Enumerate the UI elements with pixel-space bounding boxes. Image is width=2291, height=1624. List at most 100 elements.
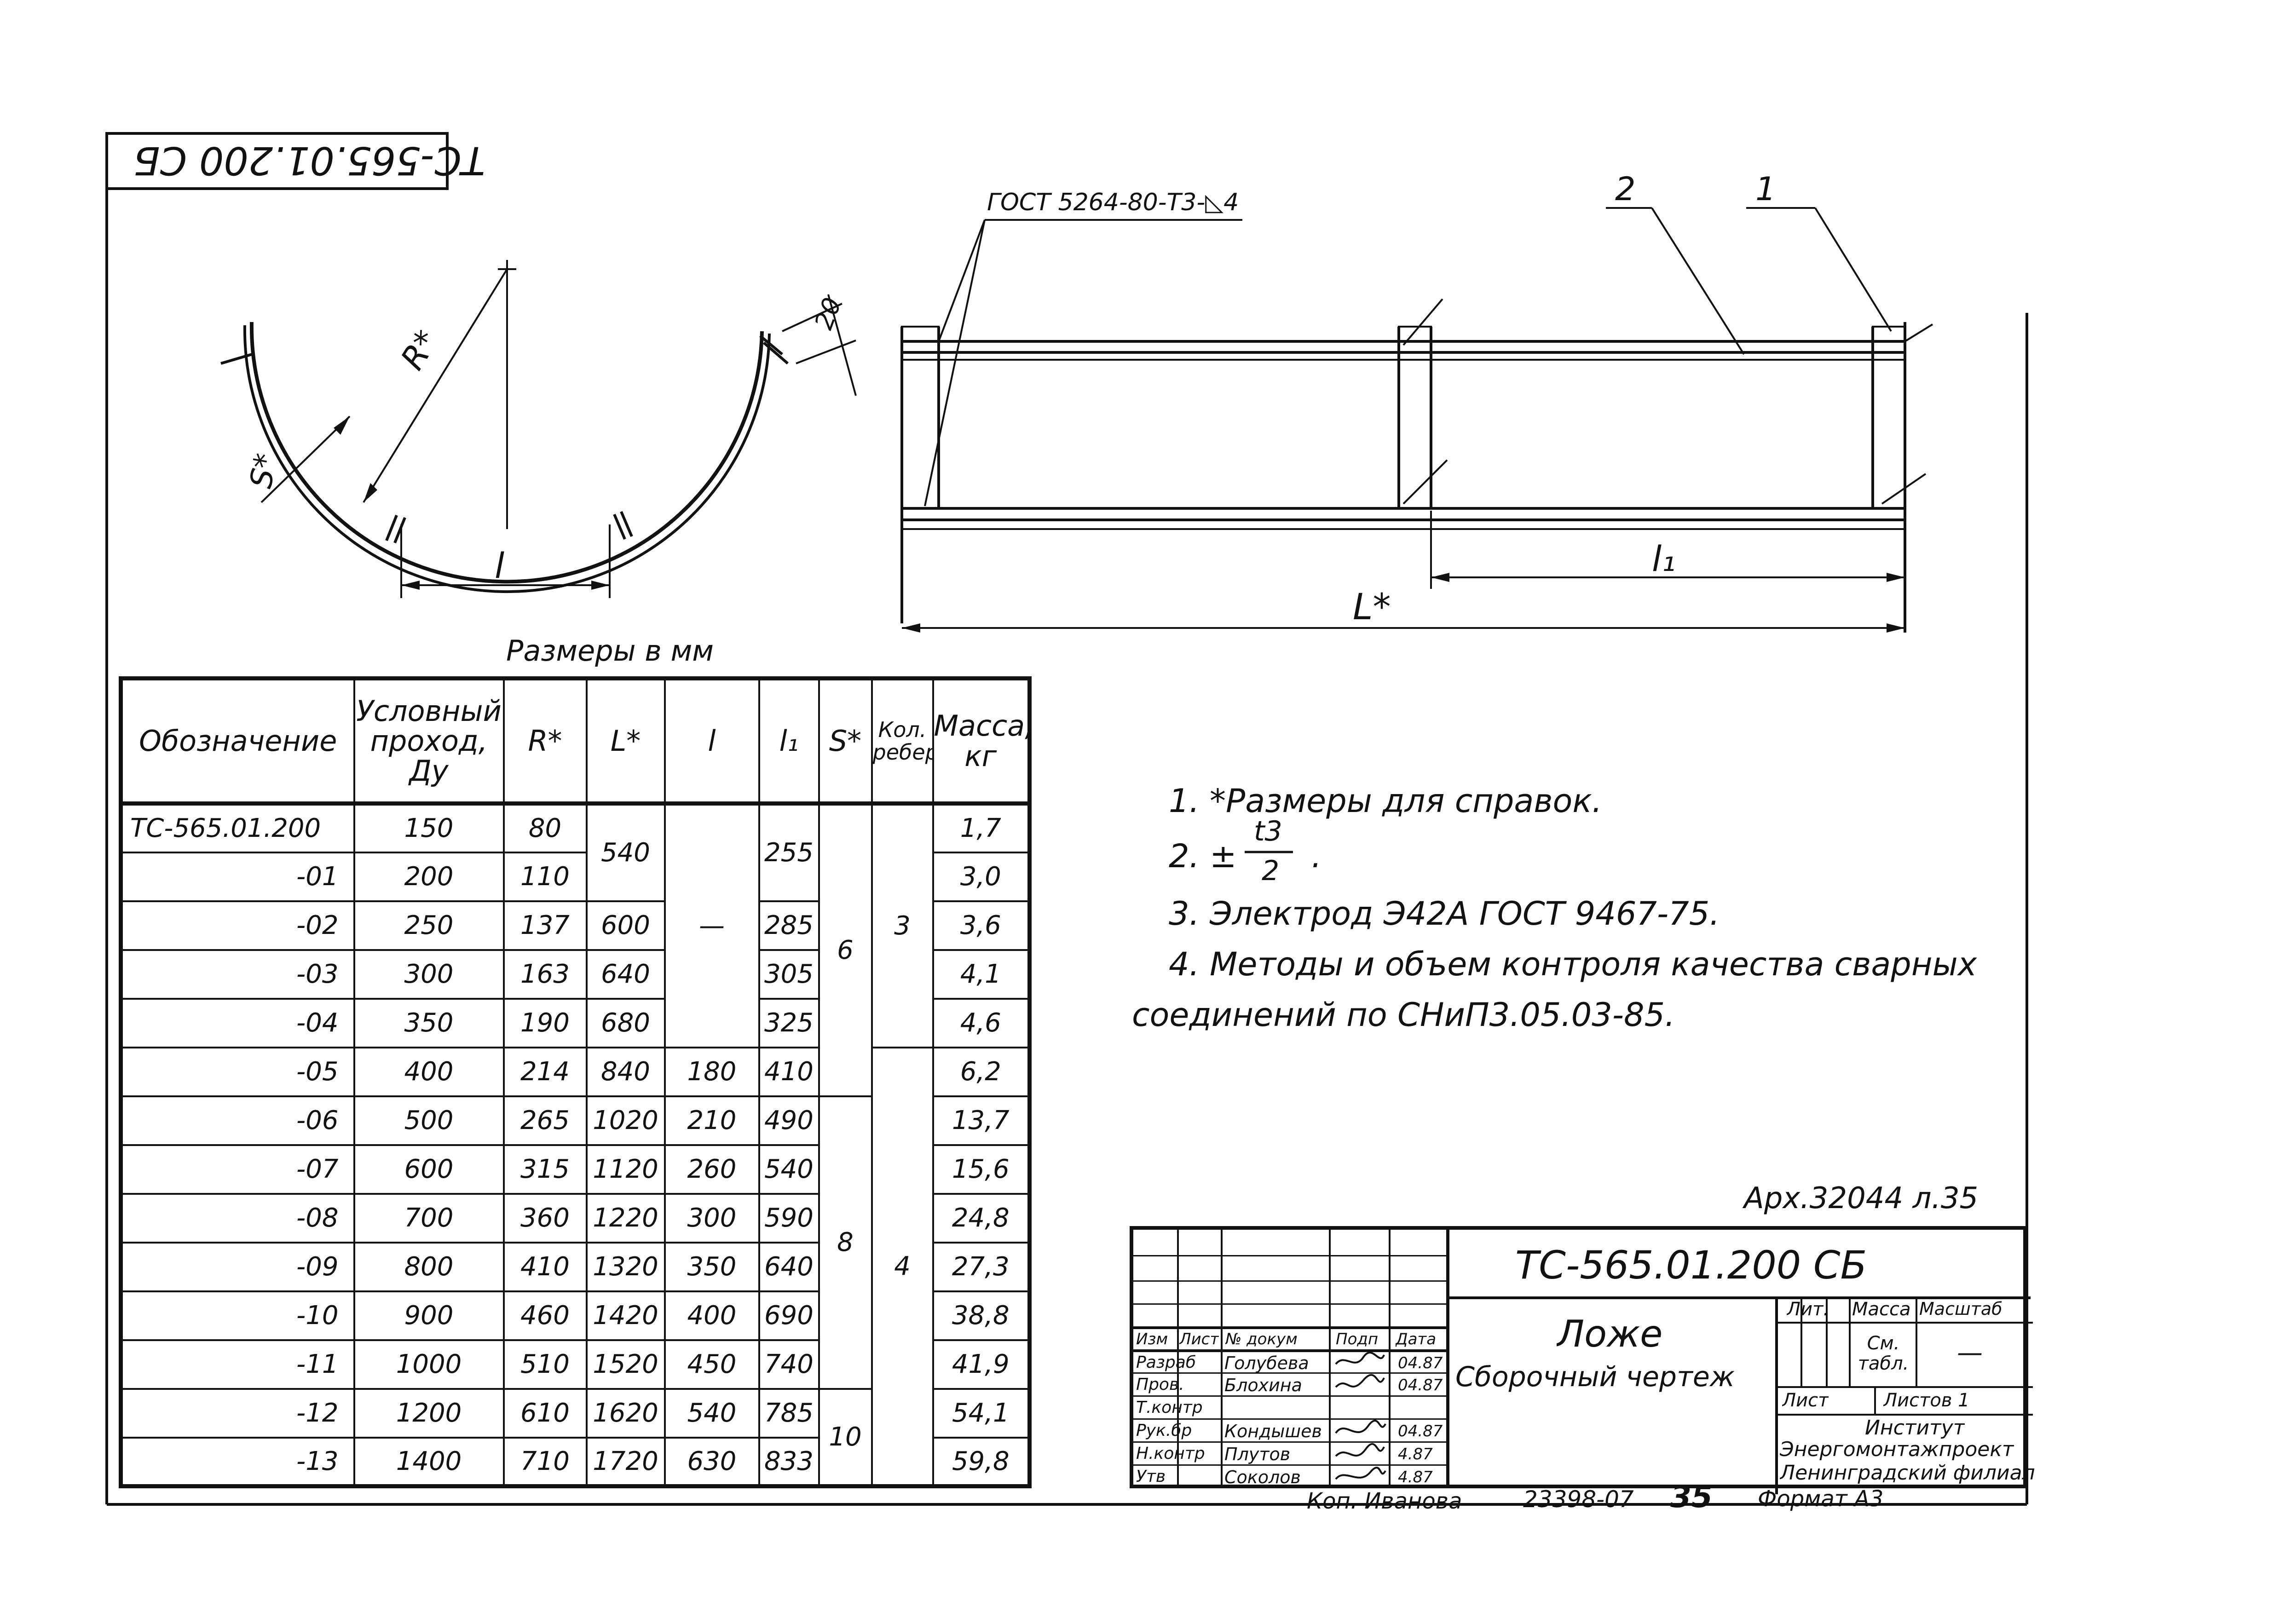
label-l1: l₁ <box>1652 538 1676 579</box>
header-l: l <box>664 677 760 806</box>
table-row: -06 500 265 1020 210 490 8 13,7 <box>120 1095 1031 1390</box>
cell-mass: 54,1 <box>932 1388 1031 1439</box>
label-S: S* <box>243 450 284 491</box>
cell-R: 163 <box>502 949 588 1000</box>
tb-divider <box>1133 1395 1446 1397</box>
table-row: -02 250 137 600 285 3,6 <box>120 900 1031 951</box>
cell-mass: 59,8 <box>932 1436 1031 1487</box>
cell-ribs: 3 <box>871 802 934 1048</box>
cell-bore: 700 <box>353 1192 505 1244</box>
tb-header-sign: Подп <box>1336 1330 1379 1348</box>
cell-l1: 255 <box>758 802 820 902</box>
cell-R: 460 <box>502 1290 588 1341</box>
tb-divider <box>1133 1303 1446 1305</box>
cell-R: 110 <box>502 851 588 902</box>
tb-role-team-lead: Рук.бр <box>1136 1421 1192 1440</box>
footer-copied-by: Коп. Иванова <box>1307 1488 1462 1514</box>
label-L: L* <box>1353 587 1391 628</box>
cell-mass: 15,6 <box>932 1144 1031 1195</box>
cell-l1: 410 <box>758 1046 820 1097</box>
cell-l: 540 <box>664 1388 760 1439</box>
label-l: l <box>495 545 505 586</box>
cell-designation: -03 <box>120 949 355 1000</box>
cell-designation: -04 <box>120 997 355 1048</box>
stamp-code: ТС-565.01.200 СБ <box>133 138 485 183</box>
cell-L: 1620 <box>585 1388 666 1439</box>
tb-org-line-1: Институт <box>1865 1416 1965 1440</box>
stamp-box <box>105 132 449 190</box>
header-S: S* <box>818 677 873 806</box>
cell-l1: 590 <box>758 1192 820 1244</box>
tb-header-date: Дата <box>1396 1330 1437 1348</box>
tb-sheet-label: Лист <box>1782 1390 1829 1411</box>
tb-document-name: Ложе <box>1557 1313 1663 1355</box>
footer-page-number: 35 <box>1670 1479 1713 1515</box>
tb-divider <box>1849 1299 1851 1386</box>
cell-bore: 350 <box>353 997 505 1048</box>
header-L: L* <box>585 677 666 806</box>
tb-org-line-3: Ленинградский филиал <box>1780 1461 2035 1485</box>
tb-person: Плутов <box>1224 1444 1291 1464</box>
tb-divider <box>1775 1414 2033 1416</box>
cell-L: 680 <box>585 997 666 1048</box>
cell-bore: 300 <box>353 949 505 1000</box>
table-row: -13 1400 710 1720 630 833 59,8 <box>120 1436 1031 1487</box>
tb-role-tech-control: Т.контр <box>1136 1398 1203 1417</box>
cell-designation: -09 <box>120 1241 355 1292</box>
tb-divider <box>1775 1386 2033 1388</box>
tb-document-subtitle: Сборочный чертеж <box>1455 1361 1735 1393</box>
tb-date: 4.87 <box>1398 1445 1433 1463</box>
tb-scale-label: Масштаб <box>1919 1299 2002 1319</box>
tb-header-list: Лист <box>1179 1330 1219 1348</box>
table-header-row: Обозначение Условный проход, Ду R* L* l … <box>120 677 1031 806</box>
cell-designation: -07 <box>120 1144 355 1195</box>
tb-divider <box>1874 1386 1876 1414</box>
cell-bore: 600 <box>353 1144 505 1195</box>
cell-R: 360 <box>502 1192 588 1244</box>
tb-divider <box>1329 1230 1331 1485</box>
tb-role-developer: Разраб <box>1136 1353 1196 1372</box>
cell-designation: -11 <box>120 1339 355 1390</box>
dimension-arrowheads <box>334 416 1905 633</box>
cell-designation: -10 <box>120 1290 355 1341</box>
tb-divider <box>1221 1230 1223 1485</box>
cell-L: 640 <box>585 949 666 1000</box>
note-1: 1. *Размеры для справок. <box>1169 782 1602 820</box>
tb-role-norm-control: Н.контр <box>1136 1444 1205 1463</box>
table-row: -11 1000 510 1520 450 740 41,9 <box>120 1339 1031 1390</box>
cell-l1: 833 <box>758 1436 820 1487</box>
tb-divider <box>1800 1299 1802 1386</box>
position-label-1: 1 <box>1755 170 1776 208</box>
cell-l1: 640 <box>758 1241 820 1292</box>
cell-l: 630 <box>664 1436 760 1487</box>
tb-header-izm: Изм <box>1136 1330 1168 1348</box>
cell-mass: 4,6 <box>932 997 1031 1048</box>
cell-R: 80 <box>502 802 588 853</box>
header-designation: Обозначение <box>120 677 355 806</box>
cell-mass: 27,3 <box>932 1241 1031 1292</box>
tb-header-doc: № докум <box>1225 1330 1298 1348</box>
cell-l: 180 <box>664 1046 760 1097</box>
cell-l: 210 <box>664 1095 760 1146</box>
cell-designation: -08 <box>120 1192 355 1244</box>
tb-date: 4.87 <box>1398 1468 1433 1486</box>
cell-L: 840 <box>585 1046 666 1097</box>
tb-date: 04.87 <box>1398 1376 1443 1394</box>
tb-divider <box>1916 1299 1917 1386</box>
cell-L: 1520 <box>585 1339 666 1390</box>
dimension-table: Обозначение Условный проход, Ду R* L* l … <box>119 676 1032 1488</box>
cell-mass: 4,1 <box>932 949 1031 1000</box>
header-mass: Масса, кг <box>932 677 1031 806</box>
cell-L: 1220 <box>585 1192 666 1244</box>
cell-l1: 690 <box>758 1290 820 1341</box>
cell-L: 1020 <box>585 1095 666 1146</box>
tb-sheets-label: Листов 1 <box>1883 1390 1970 1411</box>
table-row: -10 900 460 1420 400 690 38,8 <box>120 1290 1031 1341</box>
cell-L: 1420 <box>585 1290 666 1341</box>
cell-bore: 1000 <box>353 1339 505 1390</box>
tb-date: 04.87 <box>1398 1422 1443 1440</box>
table-row: -01 200 110 3,0 <box>120 851 1031 902</box>
tb-person: Блохина <box>1224 1375 1302 1395</box>
cell-R: 410 <box>502 1241 588 1292</box>
